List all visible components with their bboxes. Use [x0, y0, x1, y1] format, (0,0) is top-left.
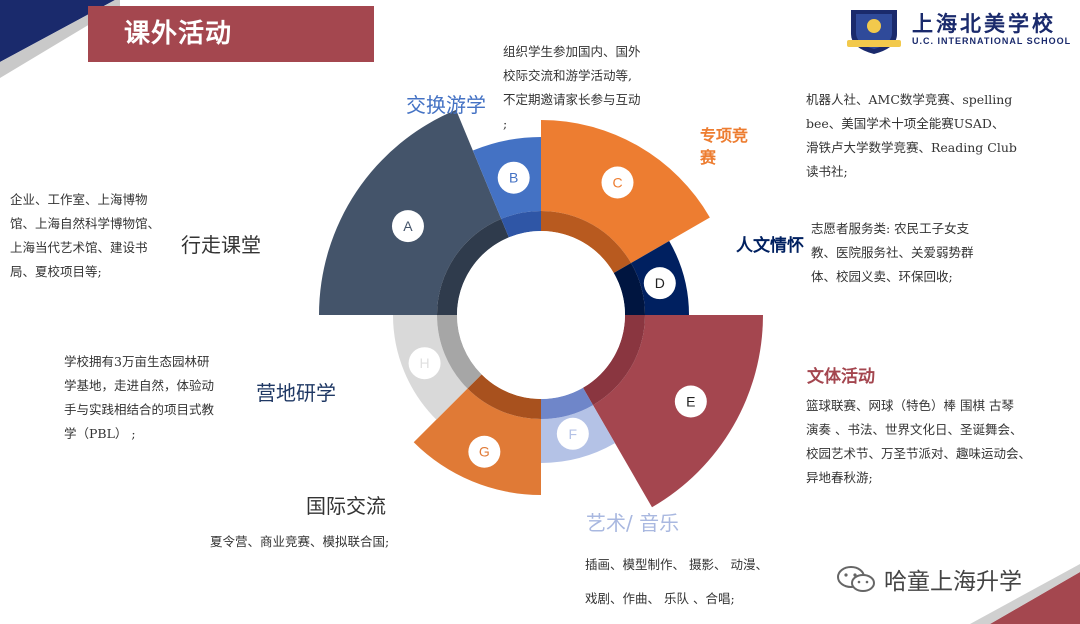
badge-f [556, 417, 589, 450]
badge-e [674, 385, 707, 418]
segment-inner-band-c [541, 211, 632, 273]
segment-inner-band-g [467, 374, 541, 419]
corner-decoration-bottom-right [970, 564, 1080, 624]
diagram-center [457, 231, 625, 399]
segment-inner-band-a [437, 218, 509, 315]
heading-a: 行走课堂 [181, 233, 261, 257]
segment-inner-band-e [583, 315, 645, 406]
segment-inner-band-f [541, 387, 593, 419]
badge-letter-a: A [403, 218, 413, 234]
badge-letter-d: D [655, 275, 665, 291]
school-crest-icon [847, 10, 901, 54]
segment-inner-band-b [501, 211, 541, 238]
badge-a [391, 210, 424, 243]
desc-f: 插画、模型制作、 摄影、 动漫、戏剧、作曲、 乐队 、合唱; [585, 557, 768, 606]
badge-g [468, 435, 501, 468]
school-name-cn: 上海北美学校 [912, 12, 1056, 36]
desc-b: 组织学生参加国内、国外校际交流和游学活动等,不定期邀请家长参与互动; [503, 44, 641, 131]
badge-h [408, 347, 441, 380]
heading-e: 文体活动 [807, 367, 875, 387]
desc-h: 学校拥有3万亩生态园林研学基地，走进自然，体验动手与实践相结合的项目式教学（PB… [64, 354, 215, 441]
heading-g: 国际交流 [306, 494, 386, 518]
heading-b: 交换游学 [406, 93, 486, 117]
page-title: 课外活动 [88, 6, 374, 62]
badge-letter-h: H [420, 355, 430, 371]
school-name-en: U.C. INTERNATIONAL SCHOOL [912, 36, 1072, 46]
badge-c [601, 166, 634, 199]
heading-d: 人文情怀 [736, 236, 804, 256]
watermark-text: 哈童上海升学 [884, 569, 1022, 595]
badge-d [643, 267, 676, 300]
segment-inner-band-h [437, 315, 482, 389]
heading-h: 营地研学 [256, 381, 336, 405]
badge-letter-f: F [569, 426, 578, 442]
badge-b [497, 161, 530, 194]
desc-a: 企业、工作室、上海博物馆、上海自然科学博物馆、上海当代艺术馆、建设书局、夏校项目… [10, 192, 161, 279]
heading-c: 专项竞赛 [700, 126, 749, 167]
desc-g: 夏令营、商业竞赛、模拟联合国; [210, 534, 390, 549]
watermark: 哈童上海升学 [836, 562, 1022, 596]
wechat-icon [837, 566, 875, 592]
badge-letter-e: E [686, 394, 695, 410]
segment-e [593, 315, 763, 508]
badge-letter-b: B [509, 170, 518, 186]
badge-letter-g: G [479, 444, 490, 460]
badge-letter-c: C [612, 174, 622, 190]
desc-e: 篮球联赛、网球（特色）棒 围棋 古琴演奏 、书法、世界文化日、圣诞舞会、校园艺术… [806, 398, 1032, 485]
heading-f: 艺术/ 音乐 [586, 511, 680, 535]
segment-inner-band-d [613, 263, 645, 315]
desc-d: 志愿者服务类: 农民工子女支教、医院服务社、关爱弱势群体、校园义卖、环保回收; [811, 221, 974, 284]
